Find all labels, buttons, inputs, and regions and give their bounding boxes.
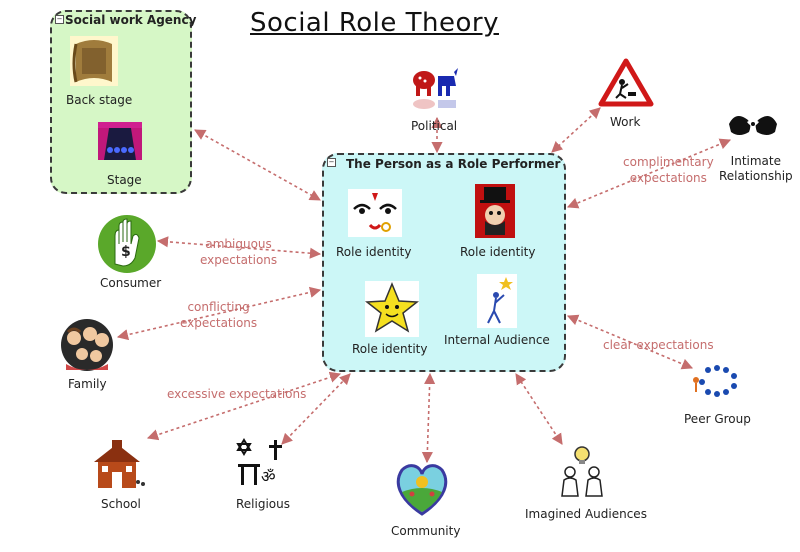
role-identity-label: Role identity [352,342,428,356]
edge-label-excessive: excessive expectations [167,387,307,401]
edge-label-conflicting: conflicting expectations [180,300,258,330]
role-identity-label: Role identity [336,245,412,259]
intimate-couple-icon[interactable] [725,108,781,140]
family-icon[interactable] [58,318,116,372]
node-intimate-label: Intimate Relationship [719,154,793,183]
religious-symbols-icon[interactable]: ॐ [234,438,290,488]
group-person-role-performer[interactable]: − The Person as a Role Performer Role id… [322,153,566,372]
collapse-icon[interactable]: − [327,158,336,167]
agency-item-label: Stage [107,173,142,187]
agency-item-label: Back stage [66,93,133,107]
group-social-work-agency[interactable]: − Social work Agency Back stage Stage [50,10,196,194]
edge-work-person [551,107,601,153]
edge-peer-person [566,314,694,370]
curtain-scroll-icon [70,36,118,86]
collapse-icon[interactable]: − [55,15,64,24]
school-house-icon[interactable] [90,436,148,492]
svg-text:$: $ [121,244,131,260]
node-work-label: Work [610,115,641,129]
consumer-hand-icon[interactable]: $ [97,214,157,274]
node-school-label: School [101,497,141,511]
svg-text:ॐ: ॐ [261,467,276,486]
edge-label-ambiguous: ambiguous expectations [200,237,278,267]
edge-community-person [421,372,436,464]
star-face-icon [364,281,420,337]
node-peer-label: Peer Group [684,412,751,426]
node-religious-label: Religious [236,497,290,511]
page-title: Social Role Theory [250,8,499,38]
node-consumer-label: Consumer [100,276,162,290]
edge-religious-person [281,373,351,445]
node-imagined-label: Imagined Audiences [525,507,647,521]
edge-intimate-person [566,138,732,209]
edge-imagined-person [515,373,563,445]
group-title: Social work Agency [65,13,197,27]
edge-agency-person [194,129,321,201]
internal-audience-label: Internal Audience [444,333,550,347]
peer-group-icon[interactable] [690,362,744,398]
community-heart-icon[interactable] [392,460,452,518]
node-political-label: Political [411,119,458,133]
edge-family-person [116,286,322,341]
stage-icon [98,122,142,160]
audience-figure-icon [477,274,517,328]
node-family-label: Family [68,377,107,391]
imagined-audiences-icon[interactable] [558,444,606,498]
political-icon[interactable] [410,66,460,112]
goddess-face-icon [348,189,402,237]
edge-school-person [146,371,342,441]
edge-label-clear: clear expectations [603,338,714,352]
role-identity-label: Role identity [460,245,536,259]
villain-mask-icon [475,184,515,238]
node-community-label: Community [391,524,461,538]
edge-label-complimentary: complimentary expectations [623,155,714,185]
work-sign-icon[interactable] [598,58,654,108]
group-title: The Person as a Role Performer [346,157,561,171]
